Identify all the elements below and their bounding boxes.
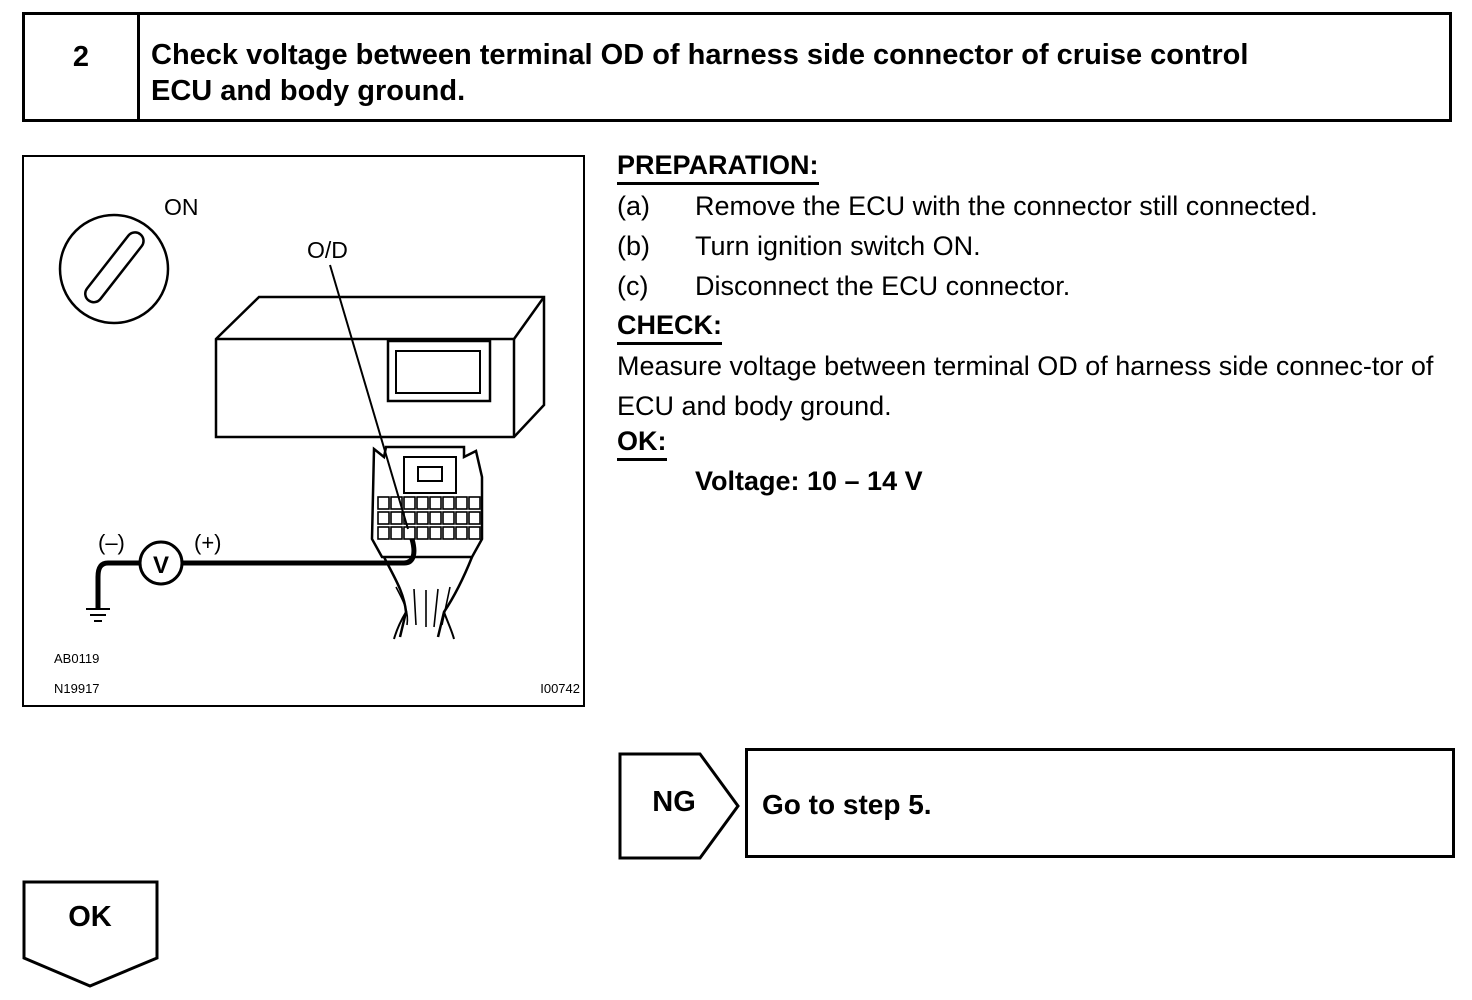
ng-arrow-icon <box>618 752 740 860</box>
item-marker: (b) <box>617 231 650 261</box>
illustration-drawing: ON <box>54 194 580 696</box>
label-od: O/D <box>307 237 348 263</box>
step-number-cell: 2 <box>25 15 140 119</box>
label-on: ON <box>164 194 199 220</box>
step-header: 2 Check voltage between terminal OD of h… <box>22 12 1452 122</box>
figure-code-3: I00742 <box>540 681 580 696</box>
od-leader-line <box>329 264 409 530</box>
harness-connector-icon <box>370 445 484 640</box>
item-text: Remove the ECU with the connector still … <box>695 191 1318 221</box>
step-title: Check voltage between terminal OD of har… <box>151 37 1441 109</box>
ok-label: OK <box>68 901 112 933</box>
item-text: Disconnect the ECU connector. <box>695 271 1071 301</box>
figure-code-1: AB0119 <box>54 651 99 666</box>
step-number: 2 <box>72 41 90 73</box>
ng-action-box: Go to step 5. <box>745 748 1455 858</box>
step-title-line-1: Check voltage between terminal OD of har… <box>151 39 1249 71</box>
ng-label: NG <box>652 786 696 818</box>
step-title-line-2: ECU and body ground. <box>151 75 466 107</box>
check-heading: CHECK: <box>617 310 722 345</box>
voltmeter-icon: V <box>138 540 184 586</box>
ok-heading: OK: <box>617 426 667 461</box>
item-marker: (c) <box>617 271 649 301</box>
ok-arrow-icon <box>22 880 159 988</box>
item-marker: (a) <box>617 191 650 221</box>
item-text: Turn ignition switch ON. <box>695 231 981 261</box>
ecu-icon <box>214 295 546 439</box>
ignition-switch-icon <box>58 213 170 325</box>
label-minus: (–) <box>98 530 125 555</box>
positive-test-lead <box>182 538 417 566</box>
figure-code-2: N19917 <box>54 681 100 696</box>
voltmeter-symbol: V <box>153 552 169 579</box>
ground-symbol-icon <box>86 608 110 622</box>
negative-test-lead <box>95 560 140 609</box>
check-text: Measure voltage between terminal OD of h… <box>617 351 1434 421</box>
preparation-heading: PREPARATION: <box>617 150 819 185</box>
label-plus: (+) <box>194 530 222 555</box>
voltage-spec: Voltage: 10 – 14 V <box>695 466 923 496</box>
wiring-illustration: ON <box>22 155 585 707</box>
ng-action-text: Go to step 5. <box>762 789 932 820</box>
